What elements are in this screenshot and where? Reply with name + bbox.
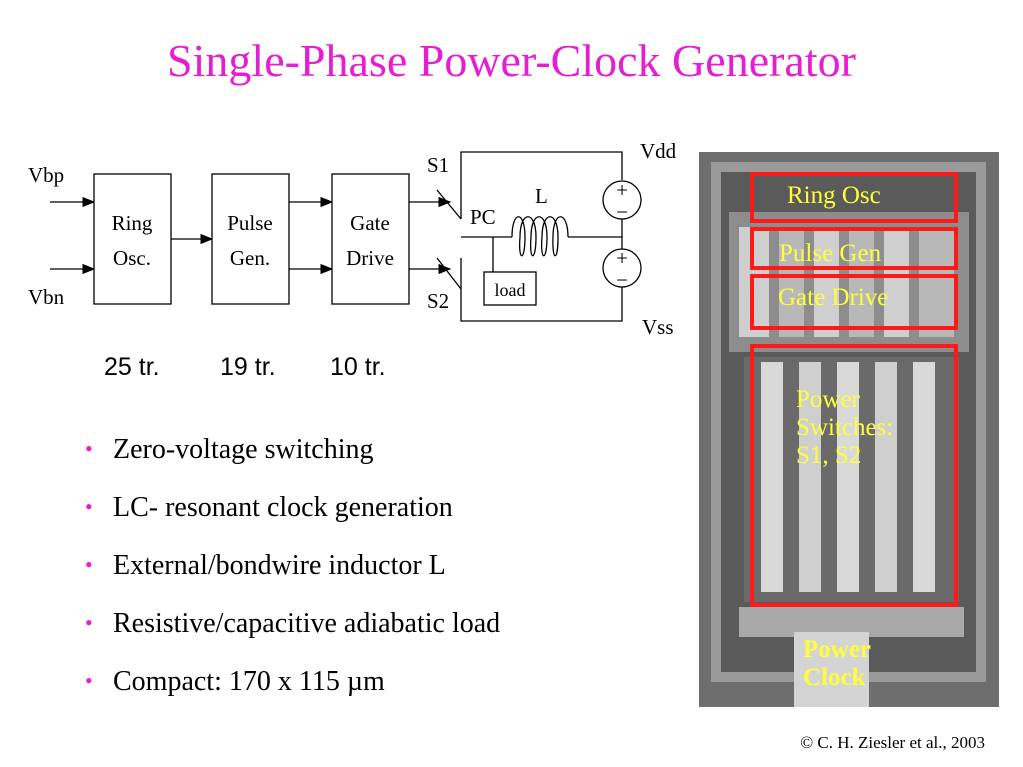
vbn-label: Vbn bbox=[28, 285, 65, 309]
ring-osc-chip-label: Ring Osc bbox=[787, 182, 881, 209]
feature-list: • Zero-voltage switching • LC- resonant cl… bbox=[85, 436, 500, 726]
ring-osc-highlight bbox=[750, 172, 958, 223]
vss-rail bbox=[460, 258, 623, 322]
s1-label: S1 bbox=[427, 153, 449, 177]
bullet-icon: • bbox=[85, 610, 93, 635]
chip-layout-art bbox=[699, 152, 999, 707]
vss-label: Vss bbox=[642, 315, 674, 339]
power-switches-line-2: Switches: bbox=[796, 414, 894, 441]
bullet-icon: • bbox=[85, 494, 93, 519]
s2-switch bbox=[436, 257, 462, 290]
power-switches-line-1: Power bbox=[796, 386, 860, 413]
gate-drive-highlight bbox=[750, 274, 958, 330]
gate-drive-label-2: Drive bbox=[346, 246, 394, 270]
power-clock-line-1: Power bbox=[803, 636, 872, 663]
list-item-text: External/bondwire inductor L bbox=[113, 550, 446, 581]
list-item-text: Resistive/capacitive adiabatic load bbox=[113, 608, 501, 639]
list-item: • Compact: 170 x 115 µm bbox=[85, 668, 500, 726]
vss-source-plus: + bbox=[616, 246, 628, 270]
pulse-gen-chip-label: Pulse Gen bbox=[779, 240, 882, 267]
vdd-source bbox=[602, 180, 642, 220]
circuit-diagram: Vbp Vbn Ring Osc. Pulse Gen. Gate Drive … bbox=[28, 139, 677, 339]
ring-osc-label-2: Osc. bbox=[113, 246, 151, 270]
bullet-icon: • bbox=[85, 436, 93, 461]
slide-title: Single-Phase Power-Clock Generator bbox=[167, 35, 856, 86]
list-item-text: Compact: 170 x 115 µm bbox=[113, 666, 385, 697]
inductor-label: L bbox=[535, 184, 548, 208]
pc-label: PC bbox=[470, 205, 496, 229]
pulse-gen-count: 19 tr. bbox=[220, 353, 276, 381]
pulse-gen-block bbox=[211, 173, 290, 305]
ring-osc-label-1: Ring bbox=[112, 211, 153, 235]
bullet-icon: • bbox=[85, 552, 93, 577]
pulse-gen-label-1: Pulse bbox=[227, 211, 273, 235]
pulse-gen-highlight bbox=[750, 227, 958, 270]
chip-micrograph: Ring Osc Pulse Gen Gate Drive Power Swit… bbox=[699, 152, 999, 707]
power-clock-line-2: Clock bbox=[803, 664, 866, 691]
s1-switch bbox=[436, 189, 462, 220]
gate-drive-count: 10 tr. bbox=[330, 353, 386, 381]
list-item-text: Zero-voltage switching bbox=[113, 434, 374, 465]
vss-source bbox=[602, 248, 642, 288]
power-switches-line-3: S1, S2 bbox=[796, 442, 862, 469]
bullet-icon: • bbox=[85, 668, 93, 693]
list-item: • Zero-voltage switching bbox=[85, 436, 500, 494]
load-label: load bbox=[495, 280, 526, 300]
load-box bbox=[483, 271, 537, 306]
ring-osc-block bbox=[93, 173, 172, 305]
vbp-label: Vbp bbox=[28, 163, 64, 187]
list-item: • Resistive/capacitive adiabatic load bbox=[85, 610, 500, 668]
power-switches-highlight bbox=[750, 344, 958, 607]
list-item: • LC- resonant clock generation bbox=[85, 494, 500, 552]
s2-label: S2 bbox=[427, 289, 449, 313]
vdd-label: Vdd bbox=[640, 139, 677, 163]
list-item-text: LC- resonant clock generation bbox=[113, 492, 453, 523]
gate-drive-chip-label: Gate Drive bbox=[778, 284, 889, 311]
inductor-coil bbox=[511, 216, 569, 257]
vdd-source-minus: − bbox=[616, 200, 628, 224]
ring-osc-count: 25 tr. bbox=[104, 353, 160, 381]
gate-drive-label-1: Gate bbox=[350, 211, 390, 235]
vdd-rail bbox=[460, 151, 623, 219]
vss-source-minus: − bbox=[616, 268, 628, 292]
gate-drive-block bbox=[331, 173, 410, 305]
list-item: • External/bondwire inductor L bbox=[85, 552, 500, 610]
pulse-gen-label-2: Gen. bbox=[230, 246, 270, 270]
power-clock-chip-label: Power Clock bbox=[803, 636, 871, 692]
copyright-credit: © C. H. Ziesler et al., 2003 bbox=[800, 733, 985, 752]
power-switches-chip-label: Power Switches: S1, S2 bbox=[796, 386, 893, 470]
vdd-source-plus: + bbox=[616, 178, 628, 202]
